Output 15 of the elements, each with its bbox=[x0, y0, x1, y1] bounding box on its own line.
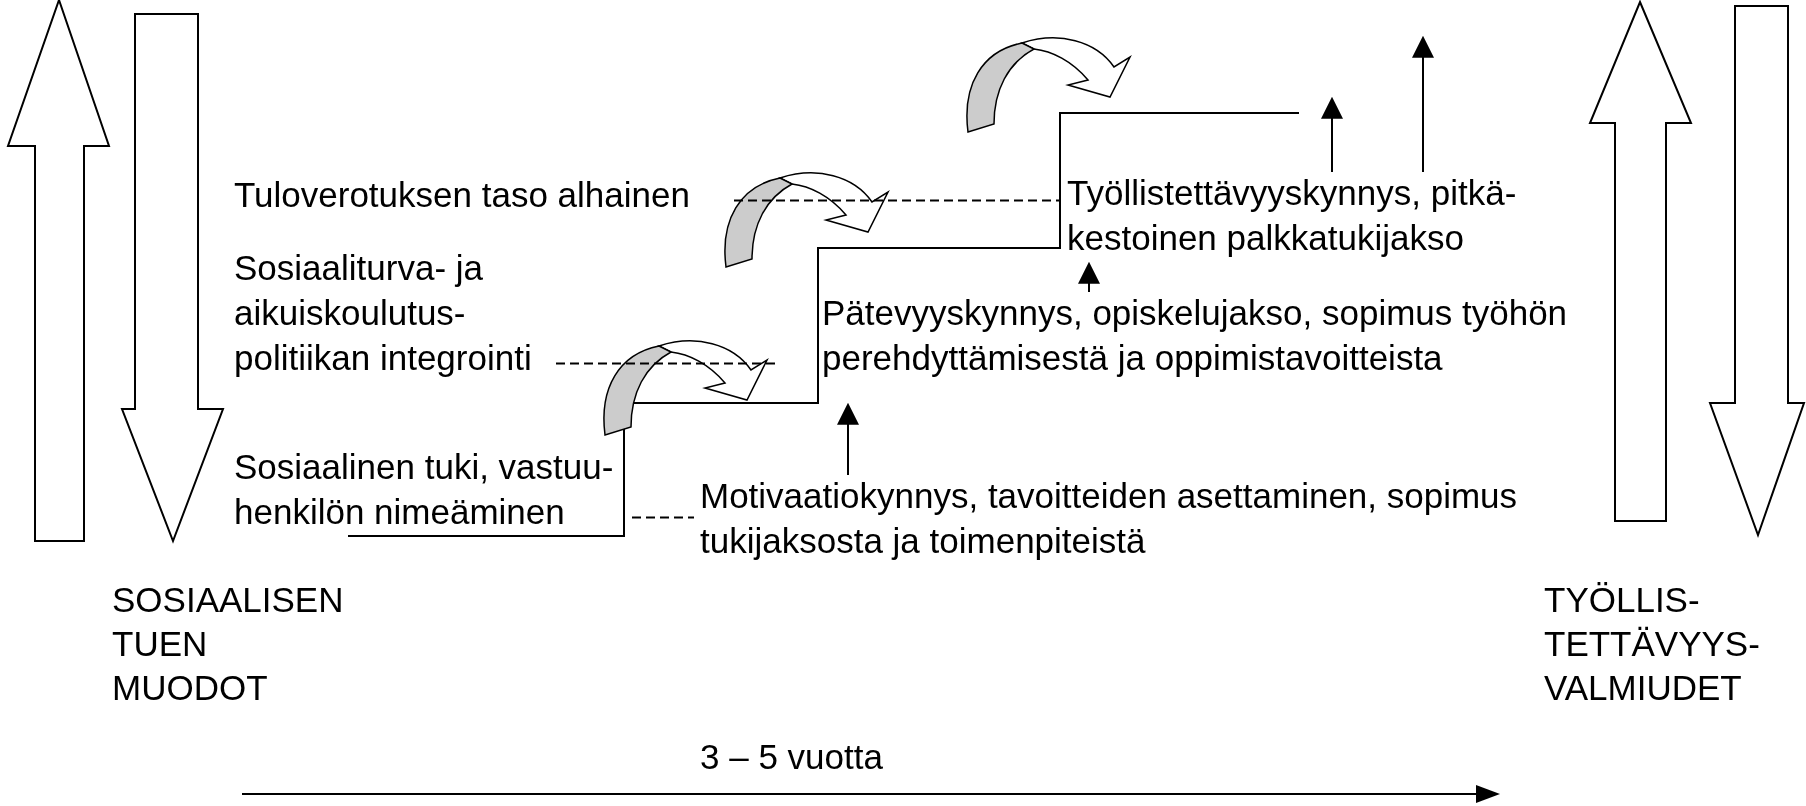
arrow bbox=[1078, 261, 1100, 293]
annotation-text: Sosiaaliturva- ja aikuiskoulutus- politiikan integrointi bbox=[234, 245, 604, 380]
arrow bbox=[1412, 35, 1434, 173]
arrow bbox=[1321, 96, 1343, 173]
threshold-text: Työllistettävyyskynnys, pitkä- kestoinen palkkatukijakso bbox=[1067, 170, 1567, 260]
side-label: SOSIAALISEN TUEN MUODOT bbox=[112, 579, 344, 709]
duration-label: 3 – 5 vuotta bbox=[700, 736, 883, 778]
threshold-text: Pätevyyskynnys, opiskelujakso, sopimus työhön perehdyttämisestä ja oppimistavoitteista bbox=[822, 290, 1722, 380]
threshold-text: Motivaatiokynnys, tavoitteiden asettaminen, sopimus tukijaksosta ja toimenpiteistä bbox=[700, 473, 1600, 563]
leader-line bbox=[733, 199, 1062, 202]
annotation-text: Sosiaalinen tuki, vastuu- henkilön nimeäminen bbox=[234, 444, 654, 534]
leader-line bbox=[631, 516, 695, 519]
side-label: TYÖLLIS- TETTÄVYYS- VALMIUDET bbox=[1544, 579, 1760, 709]
arrow bbox=[837, 402, 859, 476]
annotation-text: Tuloverotuksen taso alhainen bbox=[234, 172, 690, 217]
